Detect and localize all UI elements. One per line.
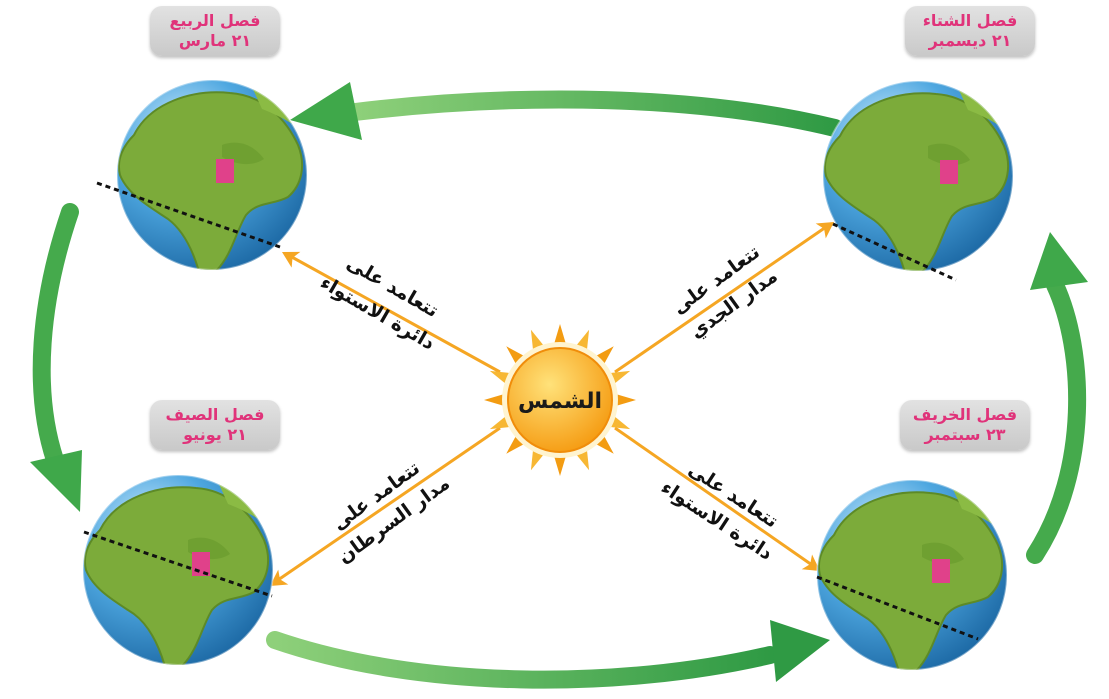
orbit-arrow-winter-to-spring <box>346 90 844 137</box>
orbit-arrowhead-autumn <box>770 620 830 682</box>
egypt-marker <box>940 160 958 184</box>
sun-spike <box>484 393 505 407</box>
season-tag-winter: فصل الشتاء ٢١ ديسمبر <box>905 6 1035 56</box>
season-tag-summer: فصل الصيف ٢١ يونيو <box>150 400 280 450</box>
season-tag-autumn: فصل الخريف ٢٣ سبتمبر <box>900 400 1030 450</box>
orbit-arrow-autumn-to-winter <box>1026 276 1087 564</box>
season-date: ٢٣ سبتمبر <box>924 425 1006 444</box>
orbit-arrow-summer-to-autumn <box>266 631 779 689</box>
globe-summer <box>83 475 276 670</box>
season-date: ٢١ يونيو <box>183 425 247 444</box>
sun-label: الشمس <box>518 389 602 414</box>
season-date: ٢١ مارس <box>178 31 252 50</box>
season-date: ٢١ ديسمبر <box>928 31 1012 50</box>
season-name: فصل الصيف <box>165 405 265 424</box>
orbit-arrowhead-winter <box>1030 232 1088 290</box>
ray-to-spring <box>289 254 501 374</box>
globe-winter <box>823 81 1016 282</box>
ray-to-summer <box>277 426 501 582</box>
season-tag-spring: فصل الربيع ٢١ مارس <box>150 6 280 56</box>
equator-line <box>816 575 979 641</box>
ray-to-autumn <box>614 426 813 567</box>
tropic-of-cancer-line <box>83 530 273 598</box>
orbit-arrow-spring-to-summer <box>32 203 79 469</box>
egypt-marker <box>216 159 234 183</box>
sun-spikes <box>484 324 636 476</box>
orbit-arrowhead-summer <box>30 450 82 512</box>
season-name: فصل الشتاء <box>922 11 1018 30</box>
sun <box>484 324 636 476</box>
sun-spike <box>553 455 567 476</box>
ray-to-winter <box>614 225 827 374</box>
globe-autumn <box>817 480 1010 675</box>
sun-rays <box>277 225 827 582</box>
orbit-arrows <box>30 82 1088 689</box>
sun-spike <box>553 324 567 345</box>
tropic-of-capricorn-line <box>832 222 957 282</box>
globe-spring <box>96 80 310 275</box>
orbit-arrowhead-spring <box>290 82 362 140</box>
sun-spike <box>615 393 636 407</box>
egypt-marker <box>932 559 950 583</box>
season-name: فصل الخريف <box>912 405 1018 424</box>
season-name: فصل الربيع <box>169 11 261 30</box>
ray-arrowhead-spring <box>277 244 301 268</box>
